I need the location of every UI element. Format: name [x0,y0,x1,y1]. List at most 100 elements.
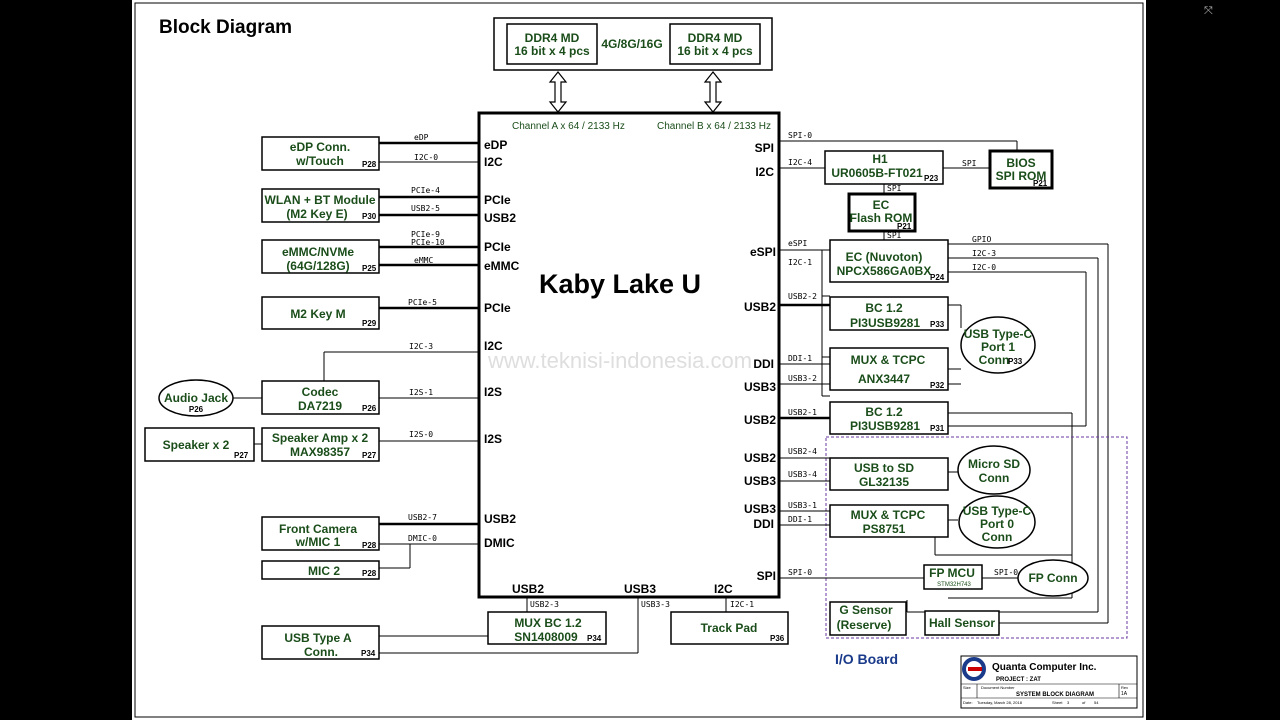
usbc1-page: P33 [1008,357,1023,366]
bc1-l1: BC 1.2 [865,301,903,315]
edp-conn-l2: w/Touch [295,154,344,168]
amp-box [261,427,380,462]
fpmcu-box [923,564,983,590]
h1-l1: H1 [872,152,888,166]
h1-page: P23 [924,174,939,183]
usbsd-l1: USB to SD [854,461,914,475]
pin-usb2-sd: USB2 [744,451,776,465]
microsd-l2: Conn [979,471,1010,485]
quanta-logo-icon [962,657,986,681]
pin-pcie-m2: PCIe [484,301,511,315]
pin-ddi-1: DDI [753,357,774,371]
camera-l1: Front Camera [279,522,357,536]
m2-l1: M2 Key M [290,307,345,321]
trackpad-page: P36 [770,634,785,643]
bc1-box [829,296,949,331]
microsd-conn [957,445,1031,495]
usbsd-l2: GL32135 [859,475,909,489]
usba-l2: Conn. [304,645,338,659]
sig-spi0: SPI-0 [788,131,812,140]
io-board-group [825,436,1128,639]
muxbc-box [487,611,607,645]
usba-page: P34 [361,649,376,658]
move-cursor-icon: ⤧ [1204,4,1213,17]
pin-i2c-left: I2C [484,155,503,169]
bc2-box [829,401,949,435]
sig-ddi1: DDI-1 [788,354,812,363]
amp-l2: MAX98357 [290,445,350,459]
sig-ddi1b: DDI-1 [788,515,812,524]
muxbc-l1: MUX BC 1.2 [514,616,582,630]
mux0-box [829,504,949,538]
pin-i2s-0: I2S [484,432,502,446]
pin-usb2-bc1: USB2 [744,300,776,314]
m2-box [261,296,380,330]
mic2-page: P28 [362,569,377,578]
emmc-box [261,239,380,274]
sig-i2s0: I2S-0 [409,430,433,439]
sig-i2c0-ec: I2C-0 [972,263,996,272]
bios-l1: BIOS [1006,156,1035,170]
ddr4-right-box [669,23,761,65]
mic2-box [261,560,380,580]
pin-usb2-camera: USB2 [484,512,516,526]
usbc0-l1: USB Type-C [963,504,1032,518]
ddr4-right-l1: DDR4 MD [688,31,743,45]
sig-emmc: eMMC [414,256,433,265]
fpmcu-l2: STM32H743 [937,582,971,588]
cpu-box [477,111,781,599]
date-label: Date: [963,700,973,705]
pin-i2s-1: I2S [484,385,502,399]
wlan-box [261,188,380,223]
ecflash-l2: Flash ROM [850,211,913,225]
ec-l2: NPCX586GA0BX [837,264,932,278]
sig-i2c1-tp: I2C-1 [730,600,754,609]
trackpad-l1: Track Pad [701,621,758,635]
sig-i2c3: I2C-3 [409,342,433,351]
sig-pcie4: PCIe-4 [411,186,440,195]
memory-b-arrow-icon [703,71,723,113]
watermark: www.teknisi-indonesia.com [487,348,752,373]
pin-spi-fp: SPI [757,569,776,583]
h1-l2: UR0605B-FT021 [831,166,923,180]
sheet-value: 3 [1067,700,1070,705]
wlan-l2: (M2 Key E) [286,207,347,221]
codec-l2: DA7219 [298,399,342,413]
sig-i2c4: I2C-4 [788,158,812,167]
muxbc-page: P34 [587,634,602,643]
sig-gpio: GPIO [972,235,991,244]
bc2-page: P31 [930,424,945,433]
usbc1-l3: Conn [979,353,1010,367]
sig-spi0-fpconn: SPI-0 [994,568,1018,577]
codec-box [261,380,380,415]
sig-usb31: USB3-1 [788,501,817,510]
pin-usb2-bc2: USB2 [744,413,776,427]
trackpad-box [670,611,789,645]
title-block: Quanta Computer Inc. PROJECT : ZAT Size … [960,655,1138,709]
sig-usb23: USB2-3 [530,600,559,609]
usbc0-l2: Port 0 [980,517,1014,531]
edp-conn-page: P28 [362,160,377,169]
docnum-label: Document Number [981,685,1015,690]
fp-conn [1017,559,1089,597]
pin-i2c-bottom: I2C [714,582,733,596]
cpu-name: Kaby Lake U [539,269,701,299]
memory-a-arrow-icon [548,71,568,113]
sig-pcie10: PCIe-10 [411,238,445,247]
gsensor-box [829,601,907,636]
schematic-sheet: Block Diagram DDR4 MD 16 bit x 4 pcs 4G/… [132,0,1146,720]
bios-page: P21 [1033,179,1048,188]
usbc1-l1: USB Type-C [964,327,1033,341]
usbc1-conn [960,316,1036,374]
speaker-page: P27 [234,451,249,460]
bc1-page: P33 [930,320,945,329]
sig-usb25: USB2-5 [411,204,440,213]
camera-l2: w/MIC 1 [295,535,341,549]
wlan-page: P30 [362,212,377,221]
fpmcu-l1: FP MCU [929,566,975,580]
sig-usb24: USB2-4 [788,447,817,456]
usbc1-l2: Port 1 [981,340,1015,354]
ec-l1: EC (Nuvoton) [846,250,923,264]
codec-l1: Codec [302,385,339,399]
muxbc-l2: SN1408009 [514,630,578,644]
